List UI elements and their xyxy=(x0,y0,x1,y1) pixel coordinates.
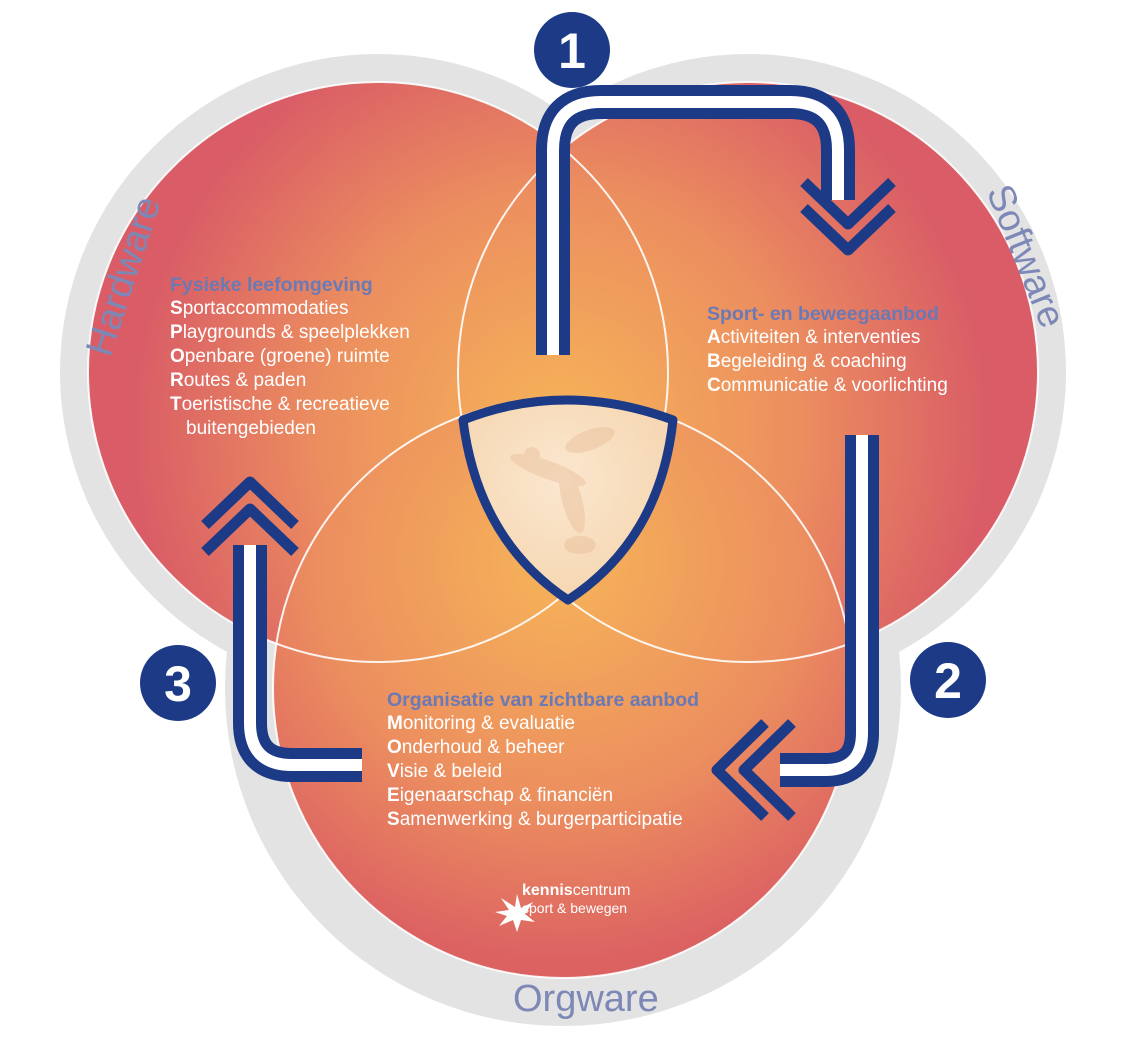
list-item: buitengebieden xyxy=(186,418,316,439)
list-item: Playgrounds & speelplekken xyxy=(170,322,410,343)
arrow-2 xyxy=(711,435,879,821)
hardware-text-block: Fysieke leefomgeving Sportaccommodaties … xyxy=(170,273,410,441)
step-badges: 1 2 3 xyxy=(140,12,986,721)
step-badge-2: 2 xyxy=(910,642,986,718)
list-item: Activiteiten & interventies xyxy=(707,327,921,348)
hardware-title: Fysieke leefomgeving xyxy=(170,274,373,296)
logo-word-bold: kennis xyxy=(522,882,573,899)
list-item: Eigenaarschap & financiën xyxy=(387,785,614,806)
acrobat-figure-icon xyxy=(510,427,615,554)
logo-word-rest: centrum xyxy=(572,882,631,899)
center-shield xyxy=(458,395,678,605)
orgware-circle xyxy=(273,398,853,978)
kenniscentrum-logo: kenniscentrum sport & bewegen xyxy=(522,882,630,916)
step-number-3: 3 xyxy=(164,656,192,712)
list-item: Openbare (groene) ruimte xyxy=(170,346,390,367)
step-badge-3: 3 xyxy=(140,645,216,721)
list-item: Begeleiding & coaching xyxy=(707,351,907,372)
list-item: Visie & beleid xyxy=(387,761,503,782)
step-number-2: 2 xyxy=(934,653,962,709)
step-number-1: 1 xyxy=(558,23,586,79)
arrow-3 xyxy=(201,476,362,782)
cycle-arrows xyxy=(201,85,896,821)
software-title: Sport- en beweegaanbod xyxy=(707,303,939,325)
orgware-title: Organisatie van zichtbare aanbod xyxy=(387,689,700,711)
step-badge-1: 1 xyxy=(534,12,610,88)
list-item: Toeristische & recreatieve xyxy=(170,394,390,415)
logo-subtitle: sport & bewegen xyxy=(522,900,628,916)
kenniscentrum-logo-icon xyxy=(495,894,535,932)
list-item: Sportaccommodaties xyxy=(170,298,349,319)
list-item: Samenwerking & burgerparticipatie xyxy=(387,809,683,830)
list-item: Communicatie & voorlichting xyxy=(707,375,948,396)
list-item: Routes & paden xyxy=(170,370,307,391)
list-item: Onderhoud & beheer xyxy=(387,737,565,758)
orgware-text-block: Organisatie van zichtbare aanbod Monitor… xyxy=(387,688,699,832)
software-text-block: Sport- en beweegaanbod Activiteiten & in… xyxy=(707,302,948,398)
arrow-1 xyxy=(536,85,896,355)
orgware-label: Orgware xyxy=(513,978,659,1020)
list-item: Monitoring & evaluatie xyxy=(387,713,575,734)
